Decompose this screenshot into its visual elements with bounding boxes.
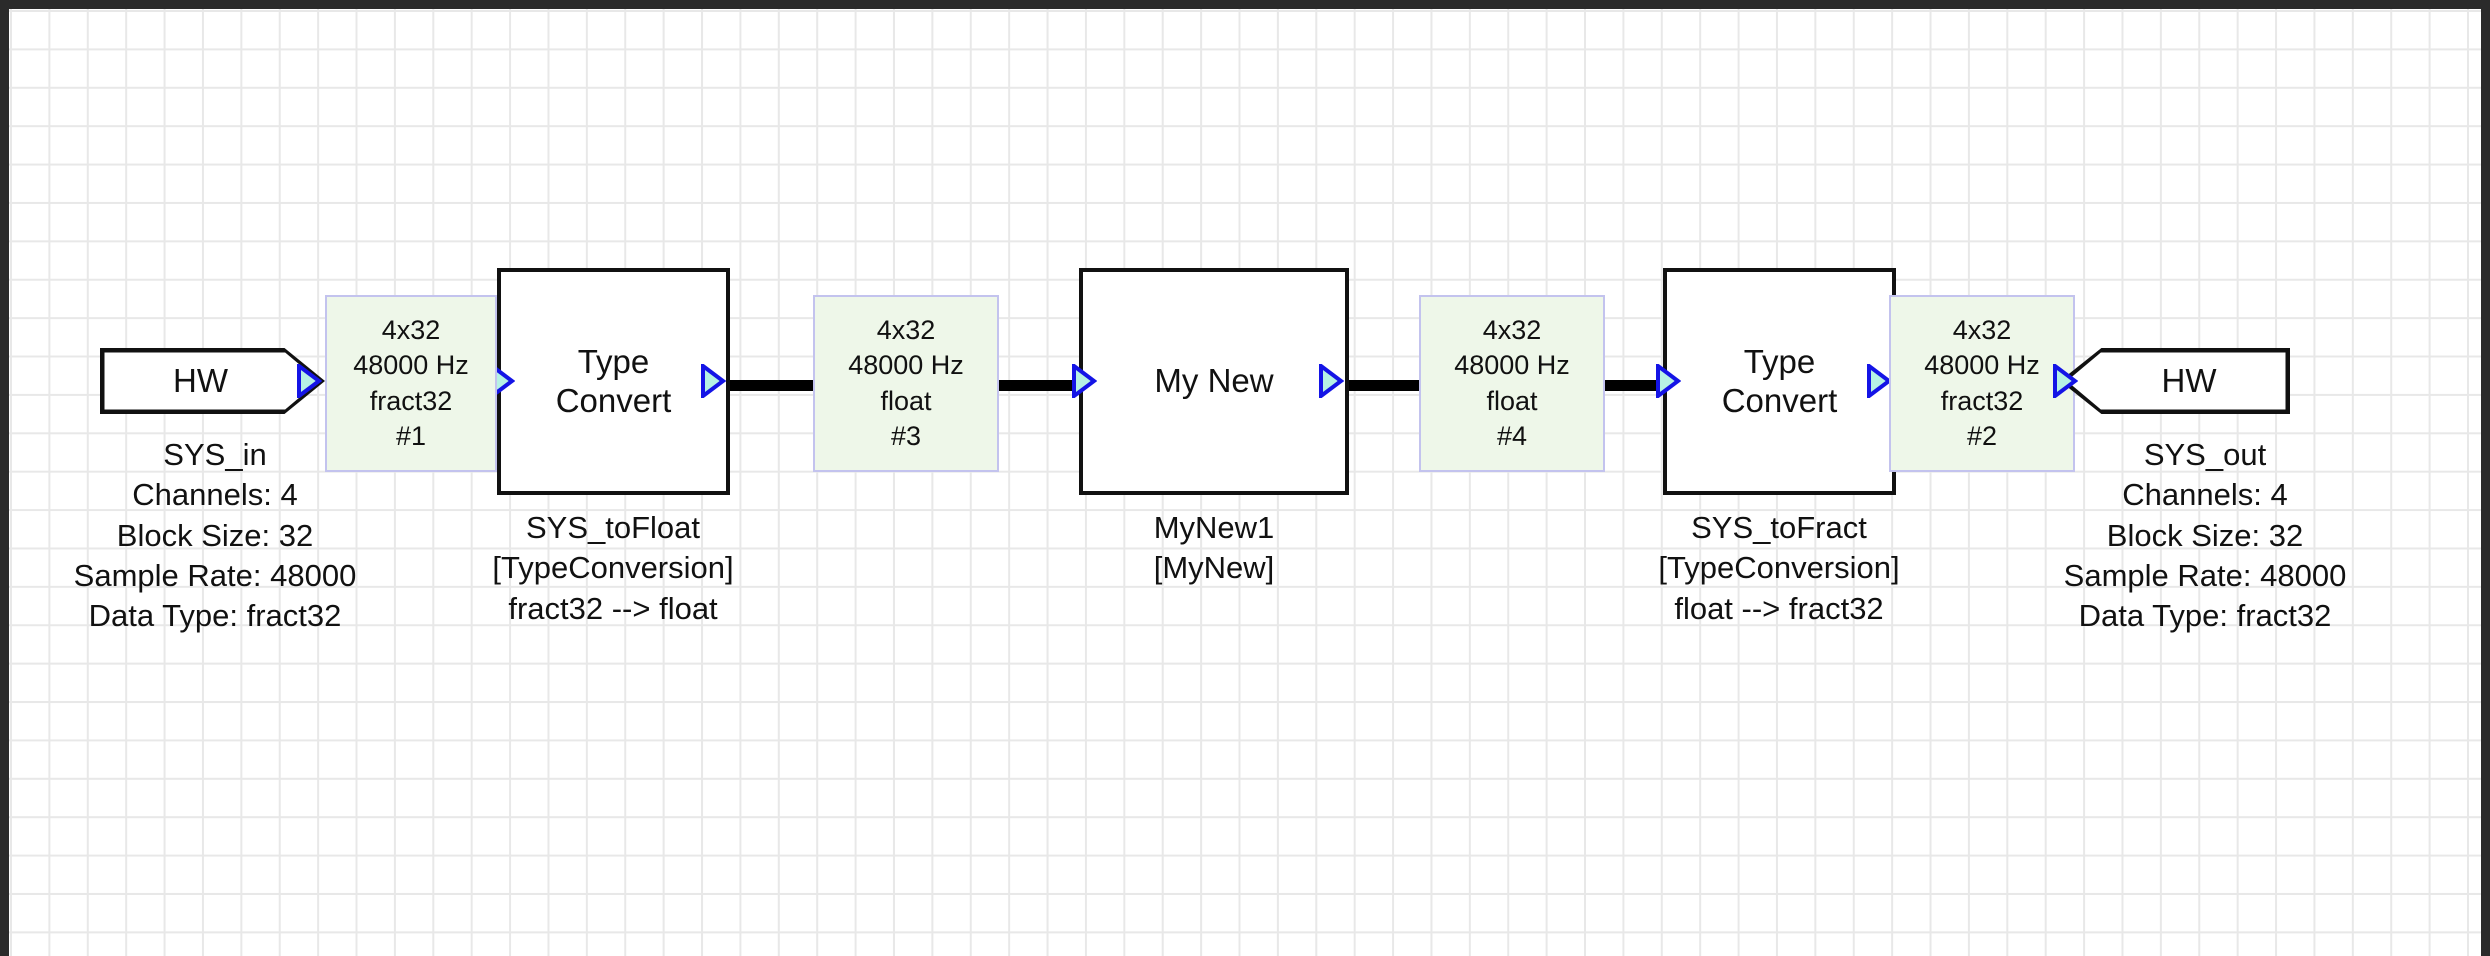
type-convert-1-label: Type Convert <box>556 343 672 421</box>
tag-2-rate: 48000 Hz <box>1924 350 2040 381</box>
sys-out-label: HW <box>2161 362 2217 399</box>
caption-tc2-line-0: SYS_toFract <box>1691 510 1867 545</box>
type-convert-2-input-port-icon[interactable] <box>1655 364 1681 398</box>
caption-tc2-line-2: float --> fract32 <box>1674 590 1884 626</box>
caption-sys-in: SYS_in Channels: 4 Block Size: 32 Sample… <box>0 435 490 636</box>
tag-3-type: float <box>880 385 932 416</box>
block-type-convert-1[interactable]: Type Convert <box>497 268 730 495</box>
my-new-label: My New <box>1154 362 1273 401</box>
tag-3-index: #3 <box>890 420 922 451</box>
caption-sys-out-line-4: Data Type: fract32 <box>2078 598 2332 634</box>
tag-block-4[interactable]: 4x32 48000 Hz float #4 <box>1419 295 1605 472</box>
tag-2-type: fract32 <box>1940 385 2024 416</box>
sys-in-label: HW <box>173 362 228 399</box>
canvas-frame-left <box>0 0 9 956</box>
caption-sys-out-line-0: SYS_out <box>2143 437 2267 472</box>
sys-in-outline <box>100 348 325 414</box>
tag-4-rate: 48000 Hz <box>1454 350 1570 381</box>
caption-sys-in-line-1: Channels: 4 <box>132 477 298 513</box>
tag-2-dims: 4x32 <box>1952 315 2012 346</box>
type-convert-1-label-line-1: Type <box>577 342 650 380</box>
tag-4-dims: 4x32 <box>1482 315 1542 346</box>
caption-my-new: MyNew1 [MyNew] <box>964 508 1464 589</box>
type-convert-1-output-port-icon[interactable] <box>700 364 726 398</box>
caption-tc1-line-0: SYS_toFloat <box>525 510 701 545</box>
tag-1-rate: 48000 Hz <box>353 350 469 381</box>
caption-mynew-line-1: [MyNew] <box>1153 550 1275 586</box>
tag-1-index: #1 <box>395 420 427 451</box>
block-type-convert-2[interactable]: Type Convert <box>1663 268 1896 495</box>
caption-tc2-line-1: [TypeConversion] <box>1658 550 1900 586</box>
caption-type-convert-2: SYS_toFract [TypeConversion] float --> f… <box>1534 508 2024 629</box>
sys-in-output-port-icon[interactable] <box>296 364 322 398</box>
block-sys-out[interactable]: HW <box>2060 348 2290 414</box>
tag-block-1[interactable]: 4x32 48000 Hz fract32 #1 <box>325 295 497 472</box>
caption-sys-in-line-4: Data Type: fract32 <box>88 598 342 634</box>
caption-tc1-line-2: fract32 --> float <box>508 590 718 626</box>
caption-sys-out-line-3: Sample Rate: 48000 <box>2063 557 2347 593</box>
canvas-frame-right <box>2481 0 2490 956</box>
wire-tc1-to-tag3[interactable] <box>720 380 830 391</box>
caption-sys-in-line-0: SYS_in <box>163 437 267 472</box>
tag-1-type: fract32 <box>369 385 453 416</box>
tag-4-index: #4 <box>1496 420 1528 451</box>
caption-sys-out-line-1: Channels: 4 <box>2122 477 2288 513</box>
caption-mynew-line-0: MyNew1 <box>1153 510 1275 545</box>
caption-sys-out: SYS_out Channels: 4 Block Size: 32 Sampl… <box>1930 435 2480 636</box>
block-my-new[interactable]: My New <box>1079 268 1349 495</box>
type-convert-2-output-port-icon[interactable] <box>1866 364 1892 398</box>
sys-out-input-port-icon[interactable] <box>2052 364 2078 398</box>
type-convert-2-label-line-1: Type <box>1743 342 1816 380</box>
tag-2-index: #2 <box>1966 420 1998 451</box>
tag-4-type: float <box>1486 385 1538 416</box>
my-new-output-port-icon[interactable] <box>1318 364 1344 398</box>
tag-block-3[interactable]: 4x32 48000 Hz float #3 <box>813 295 999 472</box>
canvas-frame-top <box>0 0 2490 9</box>
wire-tag3-to-mynew[interactable] <box>995 380 1105 391</box>
tag-block-2[interactable]: 4x32 48000 Hz fract32 #2 <box>1889 295 2075 472</box>
caption-type-convert-1: SYS_toFloat [TypeConversion] fract32 -->… <box>368 508 858 629</box>
my-new-label-line-1: My New <box>1154 362 1274 400</box>
tag-3-rate: 48000 Hz <box>848 350 964 381</box>
block-sys-in[interactable]: HW <box>100 348 325 414</box>
tag-1-dims: 4x32 <box>381 315 441 346</box>
tag-3-dims: 4x32 <box>876 315 936 346</box>
wire-mynew-to-tag4[interactable] <box>1340 380 1450 391</box>
my-new-input-port-icon[interactable] <box>1071 364 1097 398</box>
type-convert-2-label-line-2: Convert <box>1721 381 1838 419</box>
caption-sys-in-line-3: Sample Rate: 48000 <box>73 557 357 593</box>
caption-sys-out-line-2: Block Size: 32 <box>2106 517 2304 553</box>
type-convert-2-label: Type Convert <box>1722 343 1838 421</box>
caption-tc1-line-1: [TypeConversion] <box>492 550 734 586</box>
caption-sys-in-line-2: Block Size: 32 <box>116 517 314 553</box>
type-convert-1-label-line-2: Convert <box>555 381 672 419</box>
